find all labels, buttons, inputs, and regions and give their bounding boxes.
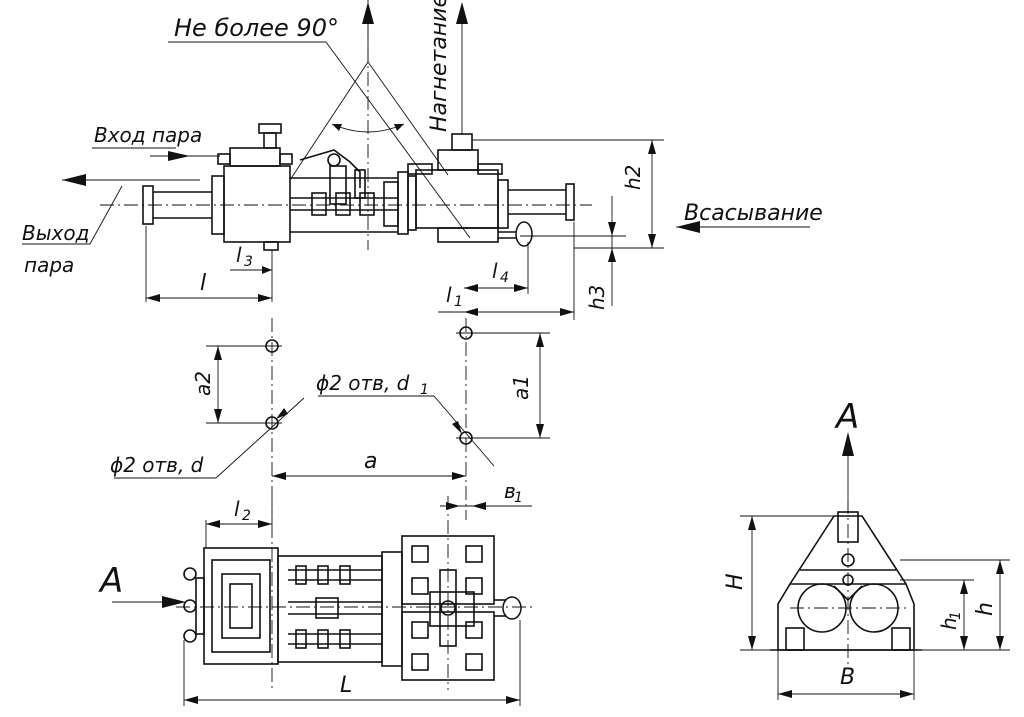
holes-d1-sub: 1: [420, 382, 429, 398]
dim-h: h: [973, 602, 998, 616]
dim-h1: h: [937, 617, 961, 630]
angle-indicator: Не более 90°: [168, 2, 471, 239]
dim-h1-sub: 1: [948, 611, 964, 620]
discharge-label: Нагнетание: [427, 0, 452, 132]
view-a-top-label: A: [834, 397, 859, 437]
steam-inlet-label: Вход пара: [94, 123, 202, 147]
dim-l2: l: [234, 497, 240, 521]
dim-h2: h2: [621, 165, 645, 190]
steam-inlet-arrow: Вход пара: [92, 123, 220, 161]
angle-note-label: Не более 90°: [174, 14, 339, 42]
dim-b1: в: [504, 479, 516, 503]
front-dimensions: h2 h3 l l 3 l 4 l 1: [145, 139, 664, 320]
dim-l: l: [200, 271, 206, 296]
discharge-arrow: Нагнетание: [427, 0, 468, 134]
dim-a: a: [364, 449, 377, 474]
steam-outlet-label-1: Выход: [22, 221, 89, 245]
dim-l3: l: [236, 243, 242, 267]
dim-l3-sub: 3: [244, 254, 253, 270]
dim-l4-sub: 4: [500, 270, 509, 286]
holes-d1-label: ϕ2 отв, d: [316, 371, 410, 395]
view-a-left-label: A: [98, 561, 123, 601]
dim-a1: a1: [509, 375, 533, 400]
mounting-holes: a2 a1 a в 1 ϕ2 отв, d ϕ2 отв, d 1: [110, 318, 550, 530]
dim-L: L: [340, 673, 352, 698]
dim-H: H: [723, 573, 748, 590]
dim-l2-sub: 2: [242, 508, 251, 524]
holes-d-label: ϕ2 отв, d: [110, 453, 204, 477]
suction-label: Всасывание: [684, 201, 823, 226]
dim-h3: h3: [585, 285, 609, 310]
top-view: l 2 L A: [98, 496, 532, 706]
dim-l1: l: [446, 283, 452, 307]
suction-arrow: Всасывание: [676, 201, 823, 233]
end-view-a: A H h h 1: [723, 397, 1010, 700]
front-view: [100, 0, 592, 251]
dim-a2: a2: [191, 371, 215, 396]
steam-outlet-label-2: пара: [24, 253, 74, 277]
dim-B: B: [840, 665, 855, 690]
dim-l1-sub: 1: [454, 294, 463, 310]
dim-b1-sub: 1: [514, 490, 523, 506]
steam-outlet-arrow: Выход пара: [22, 174, 200, 277]
dim-l4: l: [492, 259, 498, 283]
